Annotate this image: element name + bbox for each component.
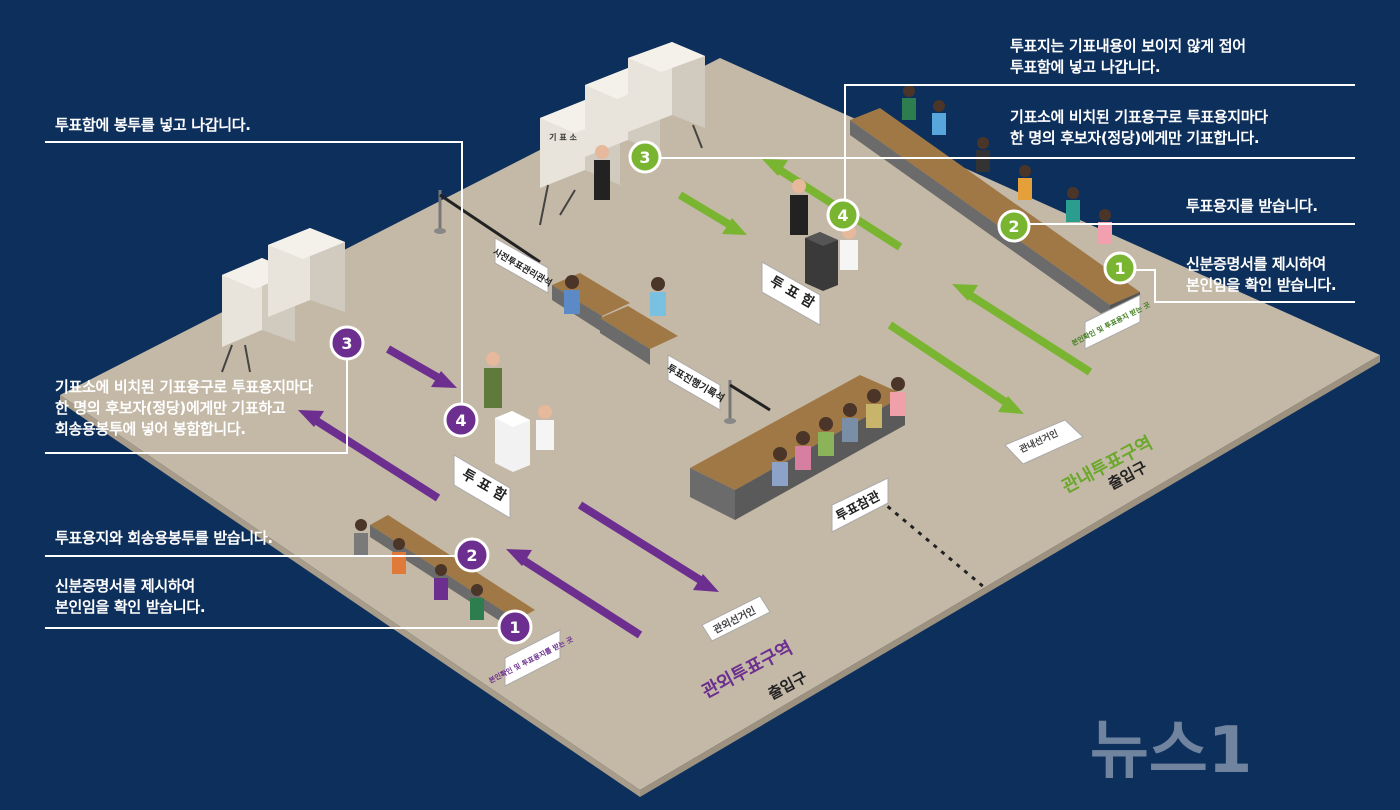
ballot-box-outside (495, 411, 530, 472)
floor-edge (60, 395, 640, 797)
callout-lines-right (660, 84, 1355, 303)
rope-barrier (434, 190, 771, 424)
people (354, 85, 1112, 620)
step-inside-1: 1 (1103, 251, 1137, 285)
svg-text:2: 2 (466, 546, 477, 565)
svg-text:2: 2 (1008, 217, 1019, 236)
step-outside-4: 4 (443, 402, 479, 438)
svg-text:3: 3 (341, 334, 352, 353)
floor-edge-right (640, 355, 1380, 797)
step-outside-3: 3 (329, 325, 365, 361)
booth-label: 기 표 소 (549, 132, 577, 142)
zone-divider (879, 498, 986, 590)
step-outside-1: 1 (497, 609, 533, 645)
step-inside-2: 2 (997, 209, 1031, 243)
annotation-inside-step1: 신분증명서를 제시하여 본인임을 확인 받습니다. (1186, 255, 1337, 294)
svg-text:3: 3 (639, 148, 650, 167)
callout-lines-left (45, 141, 500, 629)
news1-watermark: 뉴스1 (1090, 714, 1252, 788)
ballot-box-inside (805, 232, 838, 291)
step-inside-3: 3 (628, 140, 662, 174)
annotation-outside-step2: 투표용지와 회송용봉투를 받습니다. (55, 529, 273, 547)
voting-booths-outside (221, 228, 345, 373)
annotation-outside-step4: 투표함에 봉투를 넣고 나갑니다. (55, 116, 251, 134)
annotation-outside-step3: 기표소에 비치된 기표용구로 투표용지마다 한 명의 후보자(정당)에게만 기표… (55, 378, 313, 438)
annotation-inside-step3-mark: 기표소에 비치된 기표용구로 투표용지마다 한 명의 후보자(정당)에게만 기표… (1010, 108, 1268, 147)
svg-text:4: 4 (455, 411, 466, 430)
step-inside-4: 4 (826, 198, 860, 232)
annotation-outside-step1: 신분증명서를 제시하여 본인임을 확인 받습니다. (55, 577, 206, 616)
step-outside-2: 2 (454, 537, 490, 573)
svg-text:1: 1 (1114, 259, 1125, 278)
annotation-inside-step3-folded: 투표지는 기표내용이 보이지 않게 접어 투표함에 넣고 나갑니다. (1010, 37, 1246, 76)
annotation-inside-step2: 투표용지를 받습니다. (1186, 197, 1318, 215)
svg-text:1: 1 (509, 618, 520, 637)
svg-text:뉴스1: 뉴스1 (1090, 714, 1252, 788)
svg-text:4: 4 (837, 206, 848, 225)
outside-flow-arrows (298, 345, 719, 639)
voting-booths-inside (539, 42, 705, 226)
